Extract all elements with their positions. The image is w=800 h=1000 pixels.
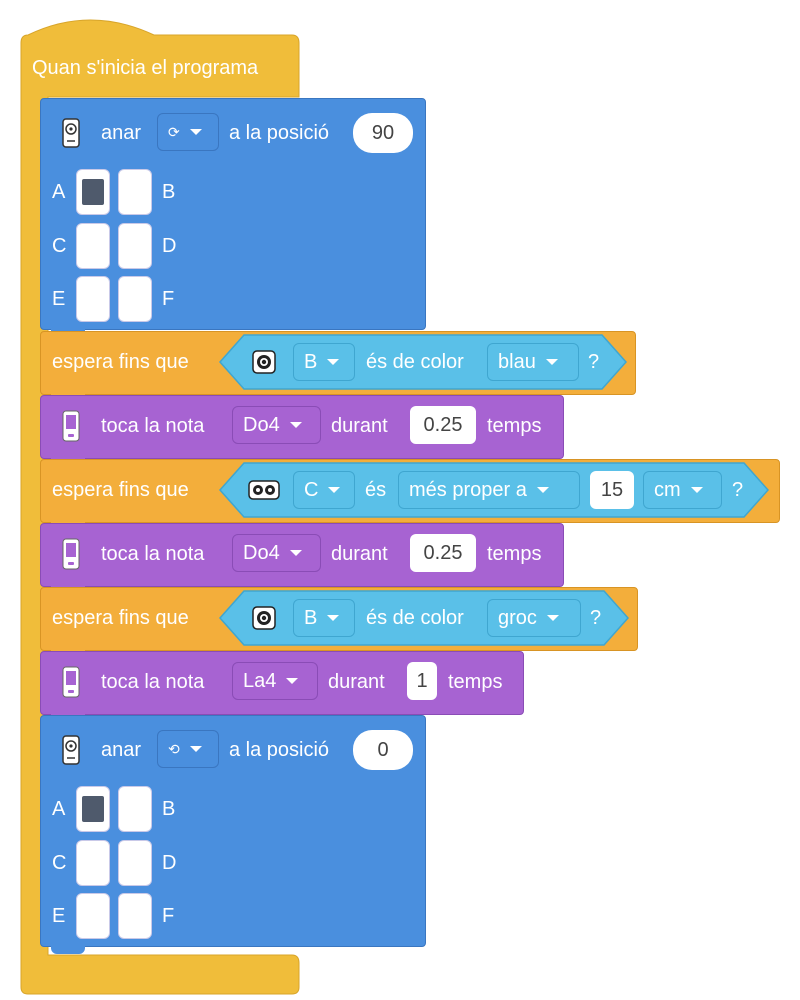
- hub-icon: [62, 538, 80, 570]
- position-input[interactable]: 0: [353, 730, 413, 770]
- distance-input[interactable]: 15: [590, 471, 634, 509]
- duration-label: durant: [328, 671, 385, 693]
- port-f-toggle[interactable]: [118, 893, 152, 939]
- color-dropdown[interactable]: blau: [487, 343, 579, 381]
- port-a-label: A: [52, 181, 66, 203]
- program-start-hat-block[interactable]: [20, 15, 300, 995]
- port-f-label: F: [162, 905, 175, 927]
- is-label: és: [365, 479, 387, 501]
- position-label: a la posició: [229, 122, 330, 144]
- port-b-toggle[interactable]: [118, 786, 152, 832]
- port-e-label: E: [52, 905, 66, 927]
- question-mark: ?: [590, 607, 602, 629]
- port-c-toggle[interactable]: [76, 223, 110, 269]
- port-e-toggle[interactable]: [76, 276, 110, 322]
- sensor-port-dropdown[interactable]: B: [293, 343, 355, 381]
- port-d-label: D: [162, 235, 177, 257]
- color-dropdown[interactable]: groc: [487, 599, 581, 637]
- hub-icon: [62, 410, 80, 442]
- direction-dropdown[interactable]: ⟲: [157, 730, 219, 768]
- wait-label: espera fins que: [52, 351, 189, 373]
- duration-label: durant: [331, 415, 388, 437]
- port-d-toggle[interactable]: [118, 840, 152, 886]
- port-c-label: C: [52, 852, 67, 874]
- sensor-port-dropdown[interactable]: B: [293, 599, 355, 637]
- port-f-toggle[interactable]: [118, 276, 152, 322]
- position-input[interactable]: 90: [353, 113, 413, 153]
- position-label: a la posició: [229, 739, 330, 761]
- beats-label: temps: [487, 543, 542, 565]
- note-dropdown[interactable]: Do4: [232, 406, 321, 444]
- is-color-label: és de color: [366, 607, 464, 629]
- play-note-label: toca la nota: [101, 415, 205, 437]
- port-a-toggle[interactable]: [76, 169, 110, 215]
- distance-sensor-icon: [248, 480, 280, 500]
- port-f-label: F: [162, 288, 175, 310]
- question-mark: ?: [732, 479, 744, 501]
- port-b-label: B: [162, 798, 176, 820]
- wait-label: espera fins que: [52, 607, 189, 629]
- port-b-toggle[interactable]: [118, 169, 152, 215]
- motor-icon: [62, 735, 80, 765]
- play-note-label: toca la nota: [101, 671, 205, 693]
- duration-input[interactable]: 0.25: [410, 534, 476, 572]
- color-sensor-icon: [252, 350, 276, 374]
- port-c-toggle[interactable]: [76, 840, 110, 886]
- port-a-toggle[interactable]: [76, 786, 110, 832]
- wait-label: espera fins que: [52, 479, 189, 501]
- question-mark: ?: [588, 351, 600, 373]
- play-note-label: toca la nota: [101, 543, 205, 565]
- direction-dropdown[interactable]: ⟳: [157, 113, 219, 151]
- beats-label: temps: [448, 671, 503, 693]
- go-label: anar: [101, 122, 142, 144]
- unit-dropdown[interactable]: cm: [643, 471, 722, 509]
- port-a-label: A: [52, 798, 66, 820]
- port-e-label: E: [52, 288, 66, 310]
- port-e-toggle[interactable]: [76, 893, 110, 939]
- play-note-block-3[interactable]: [40, 651, 524, 722]
- duration-input[interactable]: 1: [407, 662, 437, 700]
- port-c-label: C: [52, 235, 67, 257]
- note-dropdown[interactable]: La4: [232, 662, 318, 700]
- note-dropdown[interactable]: Do4: [232, 534, 321, 572]
- hat-label: Quan s'inicia el programa: [32, 57, 259, 79]
- port-d-toggle[interactable]: [118, 223, 152, 269]
- comparison-dropdown[interactable]: més proper a: [398, 471, 580, 509]
- duration-input[interactable]: 0.25: [410, 406, 476, 444]
- hub-icon: [62, 666, 80, 698]
- go-label: anar: [101, 739, 142, 761]
- color-sensor-icon: [252, 606, 276, 630]
- motor-icon: [62, 118, 80, 148]
- sensor-port-dropdown[interactable]: C: [293, 471, 355, 509]
- is-color-label: és de color: [366, 351, 464, 373]
- duration-label: durant: [331, 543, 388, 565]
- beats-label: temps: [487, 415, 542, 437]
- port-b-label: B: [162, 181, 176, 203]
- port-d-label: D: [162, 852, 177, 874]
